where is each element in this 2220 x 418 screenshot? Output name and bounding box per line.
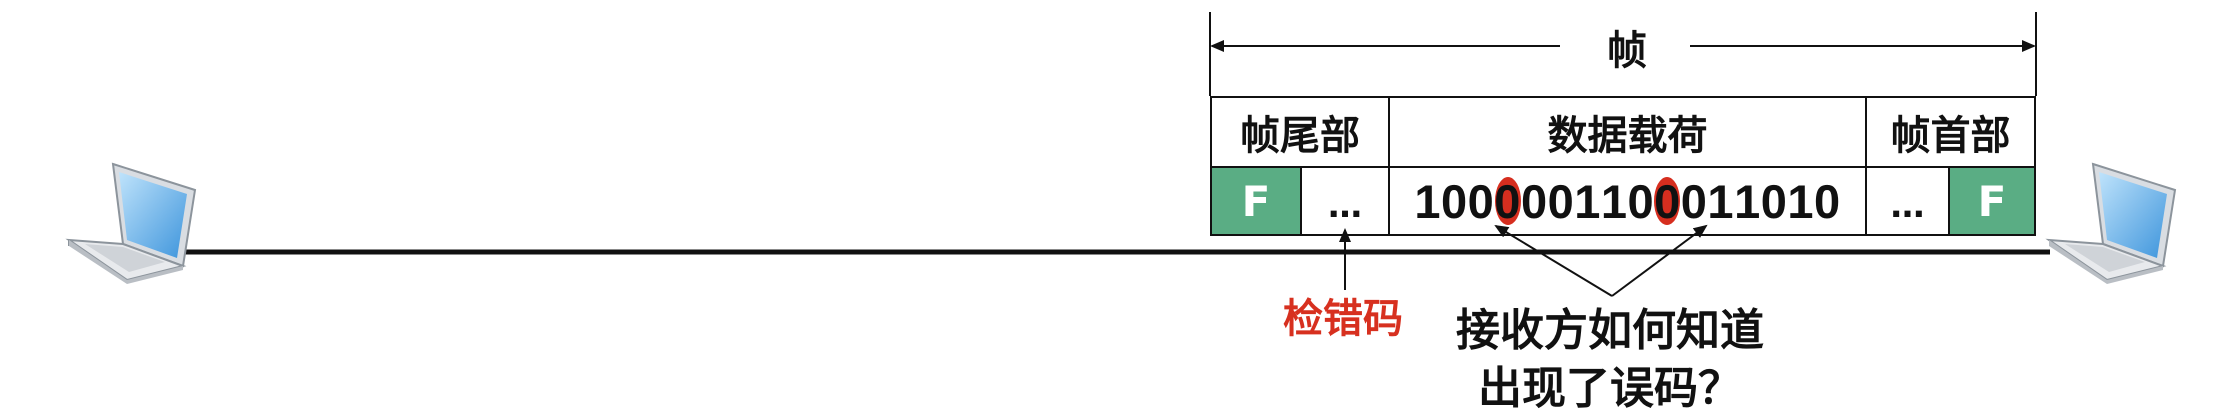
question-line-1: 接收方如何知道 xyxy=(1456,305,1764,356)
question-line-2: 出现了误码？ xyxy=(1478,363,1742,414)
bit: 0 xyxy=(1520,174,1548,228)
question-arrow-2 xyxy=(1611,224,1708,297)
bit: 0 xyxy=(1813,174,1841,228)
laptop-icon xyxy=(2045,162,2177,284)
bit: 0 xyxy=(1547,174,1575,228)
header-fields: … xyxy=(1865,166,1950,236)
bit: 1 xyxy=(1707,174,1735,228)
bit: 0 xyxy=(1680,174,1708,228)
payload-bits: 1000001100011010 xyxy=(1388,166,1867,236)
frame-title: 帧 xyxy=(1597,18,1657,76)
error-bit: 0 xyxy=(1654,174,1681,228)
bit-sequence: 1000001100011010 xyxy=(1414,174,1840,229)
bit: 1 xyxy=(1574,174,1601,228)
bit: 0 xyxy=(1627,174,1655,228)
frame-header-label: 帧首部 xyxy=(1865,96,2036,168)
check-code-field: … xyxy=(1300,166,1390,236)
receiver-question: 接收方如何知道 出现了误码？ xyxy=(1440,302,1780,418)
bit: 1 xyxy=(1787,174,1814,228)
bit: 1 xyxy=(1414,174,1442,228)
frame-payload-label: 数据载荷 xyxy=(1388,96,1867,168)
bit: 0 xyxy=(1441,174,1468,228)
bit: 1 xyxy=(1734,174,1761,228)
bit: 1 xyxy=(1600,174,1628,228)
frame-trailer-label: 帧尾部 xyxy=(1210,96,1390,168)
bit: 0 xyxy=(1760,174,1788,228)
laptop-icon xyxy=(65,162,197,284)
bit: 0 xyxy=(1467,174,1495,228)
flag-left: F xyxy=(1210,166,1302,236)
error-bit: 0 xyxy=(1494,174,1521,228)
question-arrow-1 xyxy=(1494,224,1613,297)
flag-right: F xyxy=(1948,166,2036,236)
check-code-label: 检错码 xyxy=(1283,296,1403,342)
